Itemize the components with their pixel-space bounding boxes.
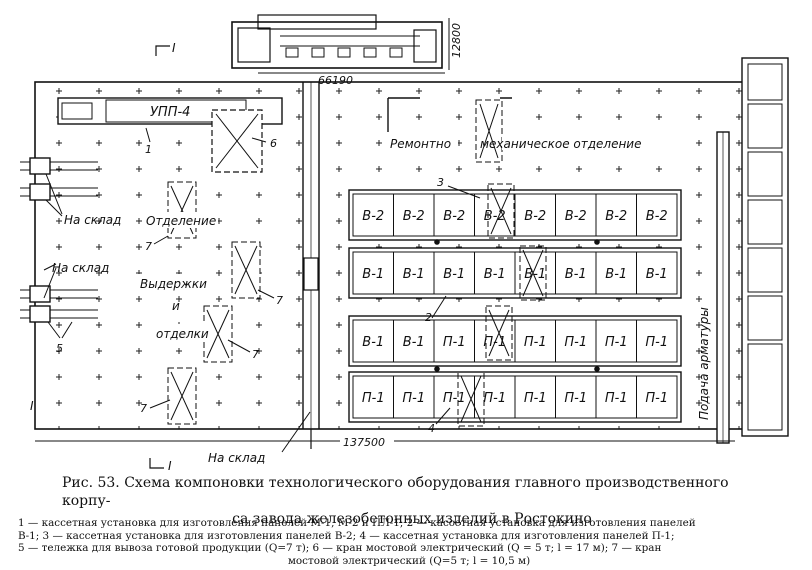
legend-line-2: В-1; 3 — кассетная установка для изготов… bbox=[18, 529, 675, 542]
armature-feed: Подача арматуры bbox=[697, 131, 730, 444]
zone-label-4: отделки bbox=[156, 327, 209, 341]
cassette-cell-label: П-1 bbox=[524, 335, 547, 350]
figure-caption: Рис. 53. Схема компоновки технологическо… bbox=[62, 474, 762, 528]
caption-line-1: Рис. 53. Схема компоновки технологическо… bbox=[62, 475, 729, 509]
curing-zone-labels: Отделение Выдержки и отделки bbox=[138, 212, 218, 341]
warehouse-label-1: На склад bbox=[64, 213, 121, 227]
legend-line-1: 1 — кассетная установка для изготовления… bbox=[18, 517, 696, 529]
right-annex bbox=[741, 57, 789, 437]
cassette-cell-label: П-1 bbox=[564, 335, 587, 350]
warehouse-label-3: На склад bbox=[208, 451, 265, 465]
cassette-cell-label: П-1 bbox=[645, 335, 668, 350]
cassette-cell-label: В-1 bbox=[443, 267, 465, 282]
cassette-cell-label: В-1 bbox=[362, 267, 384, 282]
row-cranes: 3 2 4 bbox=[425, 176, 600, 435]
zone-label-2: Выдержки bbox=[140, 277, 207, 291]
cassette-cell-label: В-1 bbox=[403, 267, 425, 282]
cassette-cell bbox=[636, 375, 678, 419]
cassette-cell-label: П-1 bbox=[605, 391, 628, 406]
cassette-cell-label: В-2 bbox=[362, 209, 384, 224]
caption-line-2: са завода железобетонных изделий в Росто… bbox=[232, 511, 592, 527]
section-mark-left: I bbox=[30, 399, 34, 413]
repair-label-1: Ремонтно bbox=[390, 137, 451, 151]
label-1: 1 bbox=[145, 143, 152, 156]
auxiliary-building bbox=[231, 14, 443, 69]
cassette-cell bbox=[636, 319, 678, 363]
carts-5: 5 На склад На склад bbox=[20, 157, 121, 355]
cassette-cell-label: П-1 bbox=[645, 391, 668, 406]
warehouse-label-2: На склад bbox=[52, 261, 109, 275]
cassette-cell-label: В-1 bbox=[646, 267, 668, 282]
label-2: 2 bbox=[425, 311, 432, 324]
section-marks: I I I bbox=[30, 41, 176, 470]
dim-bottom: 137500 bbox=[343, 436, 385, 449]
zone-label-3: и bbox=[172, 299, 180, 313]
label-3: 3 bbox=[437, 176, 444, 189]
section-mark-bottom: I bbox=[168, 459, 172, 470]
cassette-cell-label: В-1 bbox=[362, 335, 384, 350]
zone-label-1: Отделение bbox=[146, 214, 216, 228]
section-mark-top: I bbox=[172, 41, 176, 55]
label-4: 4 bbox=[428, 422, 435, 435]
cassette-cell-label: П-1 bbox=[402, 391, 425, 406]
label-7d: 7 bbox=[140, 402, 147, 415]
cranes-7: 7 7 7 7 bbox=[140, 181, 283, 425]
cassette-cell-label: В-1 bbox=[524, 267, 546, 282]
cassette-cell-label: В-2 bbox=[646, 209, 668, 224]
cassette-cell-label: В-2 bbox=[524, 209, 546, 224]
dimension-top-height: 12800 bbox=[448, 18, 463, 70]
cassette-cell-label: В-1 bbox=[403, 335, 425, 350]
cassette-cell bbox=[636, 193, 678, 237]
cassette-cell-label: П-1 bbox=[443, 391, 466, 406]
cassette-cell-label: В-2 bbox=[565, 209, 587, 224]
label-7a: 7 bbox=[145, 240, 152, 253]
figure-legend: 1 — кассетная установка для изготовления… bbox=[18, 517, 800, 567]
upp4-label: УПП-4 bbox=[150, 105, 190, 120]
layout-plan: 66190 12800 Подача арматуры УПП-4 bbox=[20, 14, 789, 470]
cassette-cell-label: П-1 bbox=[524, 391, 547, 406]
cassette-cell-label: В-1 bbox=[605, 267, 627, 282]
feed-label: Подача арматуры bbox=[697, 307, 711, 420]
bottom-annotations: На склад 137500 bbox=[35, 411, 735, 465]
cassette-cell-label: П-1 bbox=[483, 391, 506, 406]
cassette-cell-label: В-2 bbox=[403, 209, 425, 224]
label-7c: 7 bbox=[252, 348, 259, 361]
legend-line-3: 5 — тележка для вывоза готовой продукции… bbox=[18, 542, 662, 555]
label-5: 5 bbox=[56, 342, 63, 355]
legend-line-4: мостовой электрический (Q=5 т; l = 10,5 … bbox=[287, 554, 531, 567]
repair-section: Ремонтно механическое отделение bbox=[387, 97, 672, 163]
cassette-cell-label: П-1 bbox=[443, 335, 466, 350]
cassette-cell-label: В-1 bbox=[484, 267, 506, 282]
cassette-cell-label: В-1 bbox=[565, 267, 587, 282]
cassette-cell-label: П-1 bbox=[564, 391, 587, 406]
dim-top-height: 12800 bbox=[450, 23, 463, 58]
cassette-cell-label: П-1 bbox=[362, 391, 385, 406]
cassette-cell-label: В-2 bbox=[484, 209, 506, 224]
label-6: 6 bbox=[270, 137, 277, 150]
cassette-cell-label: В-2 bbox=[605, 209, 627, 224]
cassette-cell bbox=[636, 251, 678, 295]
label-7b: 7 bbox=[276, 294, 283, 307]
repair-label-2: механическое отделение bbox=[480, 137, 641, 151]
crane-6: 6 bbox=[211, 109, 277, 173]
cassette-cell-label: П-1 bbox=[605, 335, 628, 350]
cassette-cell-label: В-2 bbox=[443, 209, 465, 224]
